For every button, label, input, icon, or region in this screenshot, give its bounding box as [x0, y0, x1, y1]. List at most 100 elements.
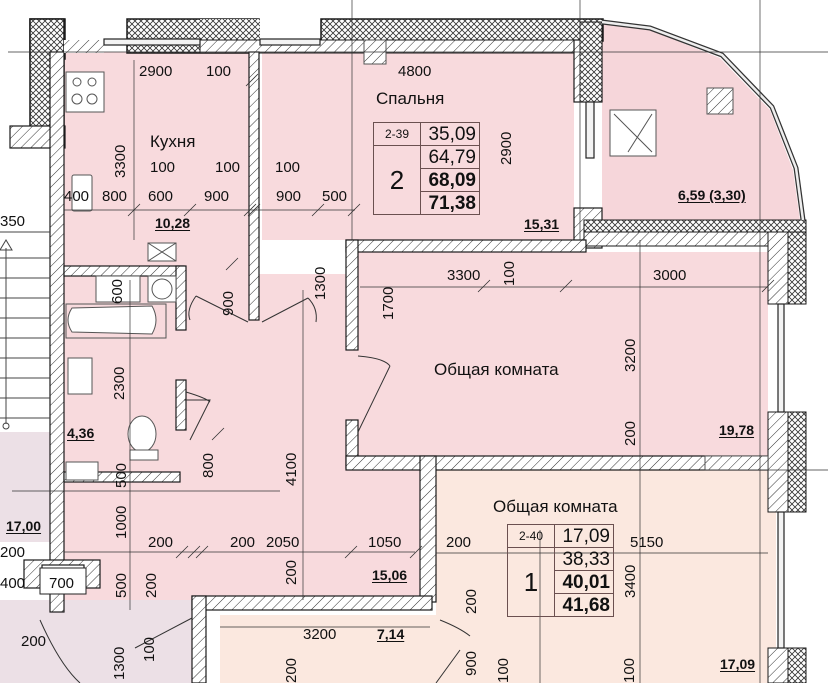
- window-bedroom: [259, 38, 321, 46]
- dim-corr-200: 200: [0, 544, 26, 561]
- balcony-fill: [602, 24, 800, 220]
- dim-kitchen-100-c: 100: [275, 159, 301, 176]
- window-apt1: [777, 511, 785, 649]
- dim-apt1-200: 200: [446, 534, 472, 551]
- hall-area: 15,06: [372, 567, 408, 583]
- toilet-tank-icon: [147, 275, 177, 303]
- apt1-gross-area: 41,68: [554, 593, 614, 617]
- apt1-living-label: Общая комната: [493, 497, 618, 516]
- dim-kitchen-row-2: 800: [102, 188, 128, 205]
- apt1-living-area-label: 17,09: [720, 656, 756, 672]
- dim-hall-row-2: 200: [230, 534, 256, 551]
- dim-hall-row-4: 1050: [368, 534, 402, 551]
- dim-kitchen-row-1: 400: [64, 188, 90, 205]
- dim-apt1-100-a: 100: [495, 657, 512, 683]
- dim-bath-600: 600: [109, 278, 126, 304]
- corridor-700-box: [39, 567, 87, 595]
- stove-icon: [65, 71, 105, 113]
- dim-corr-200-b: 200: [21, 633, 47, 650]
- door-corridor: [39, 619, 81, 683]
- corridor-lower-fill: [0, 600, 205, 683]
- balcony-shaft-icon: [706, 87, 734, 115]
- apt1-room-count: 1: [507, 547, 555, 617]
- kitchen-label: Кухня: [150, 132, 196, 151]
- apt2-total-area: 64,79: [420, 145, 480, 169]
- dim-hall-row-3: 2050: [266, 534, 300, 551]
- dim-kitchen-row-4: 900: [204, 188, 230, 205]
- dim-living-3300: 3300: [447, 267, 481, 284]
- corridor-area: 17,00: [6, 518, 42, 534]
- apt1-hall-fill: [220, 615, 440, 683]
- bedroom-label: Спальня: [376, 89, 445, 108]
- dim-apt1-200-v: 200: [463, 588, 480, 614]
- dim-kitchen-top-100: 100: [206, 63, 232, 80]
- dimension-lines: [8, 0, 828, 683]
- dim-living-1700: 1700: [380, 286, 397, 320]
- apt2-living-area: 35,09: [420, 122, 480, 146]
- dim-door-1300: 1300: [312, 266, 329, 300]
- dim-corr-700: 700: [49, 575, 75, 592]
- dim-bedroom-depth: 2900: [498, 131, 515, 165]
- dim-corr-100: 100: [141, 636, 158, 662]
- apt1-code: 2-40: [507, 524, 555, 548]
- kitchen-area: 10,28: [155, 215, 191, 231]
- apt2-code: 2-39: [373, 122, 421, 146]
- dim-apt1-3200: 3200: [303, 626, 337, 643]
- window-balcony-door: [585, 101, 595, 159]
- bathroom-area: 4,36: [67, 425, 95, 441]
- dimension-ticks: [127, 73, 775, 559]
- laundry-icon: [65, 461, 99, 481]
- living-fill: [358, 252, 768, 456]
- dim-bedroom-width: 4800: [398, 63, 432, 80]
- dim-living-200: 200: [622, 420, 639, 446]
- apt2-area-with-balcony: 68,09: [420, 168, 480, 192]
- balcony-ac-icon: [609, 109, 657, 157]
- dim-bath-500: 500: [113, 462, 130, 488]
- dim-hall-500-v: 500: [113, 572, 130, 598]
- apt1-area-with-balcony: 40,01: [554, 570, 614, 594]
- door-apt1: [435, 649, 461, 683]
- dim-corr-400: 400: [0, 575, 26, 592]
- staircase: [0, 231, 50, 430]
- living-room-label: Общая комната: [434, 360, 559, 379]
- bathtub-icon: [67, 305, 157, 335]
- apt2-room-count: 2: [373, 145, 421, 215]
- apt1-living-area: 17,09: [554, 524, 614, 548]
- dim-kitchen-row-5: 900: [276, 188, 302, 205]
- dim-kitchen-100-a: 100: [150, 159, 176, 176]
- dim-stair-width: 350: [0, 213, 26, 230]
- dim-living-100: 100: [501, 260, 518, 286]
- dim-apt1-3400: 3400: [622, 564, 639, 598]
- dim-hall-row-1: 200: [148, 534, 174, 551]
- dim-door-900: 900: [220, 290, 237, 316]
- door-living: [357, 365, 391, 433]
- wall-kitchen-bedroom: [248, 51, 260, 321]
- dim-hall-200-v: 200: [283, 559, 300, 585]
- window-kitchen: [103, 38, 201, 46]
- exterior-walls: [9, 18, 807, 683]
- bath-sink-icon: [67, 357, 93, 395]
- dim-hall-1000: 1000: [113, 505, 130, 539]
- wall-kitchen-bottom: [63, 265, 185, 277]
- dim-apt1-5150: 5150: [630, 534, 664, 551]
- apt1-total-area: 38,33: [554, 547, 614, 571]
- dim-kitchen-100-b: 100: [215, 159, 241, 176]
- column-bedroom: [704, 455, 769, 471]
- bedroom-area: 15,31: [524, 216, 560, 232]
- apt1-hall-area: 7,14: [377, 626, 405, 642]
- wall-hall-bottom: [191, 595, 433, 611]
- doors: [39, 295, 471, 683]
- living-room-area: 19,78: [719, 422, 755, 438]
- corridor-fill: [0, 432, 50, 542]
- apt2-gross-area: 71,38: [420, 191, 480, 215]
- windows: [103, 19, 806, 649]
- dim-corr-1300: 1300: [111, 646, 128, 680]
- kitchen-sink-icon: [71, 174, 93, 212]
- dim-kitchen-row-3: 600: [148, 188, 174, 205]
- door-kitchen: [195, 295, 249, 323]
- dim-hall-4100: 4100: [283, 452, 300, 486]
- door-bath: [184, 399, 211, 441]
